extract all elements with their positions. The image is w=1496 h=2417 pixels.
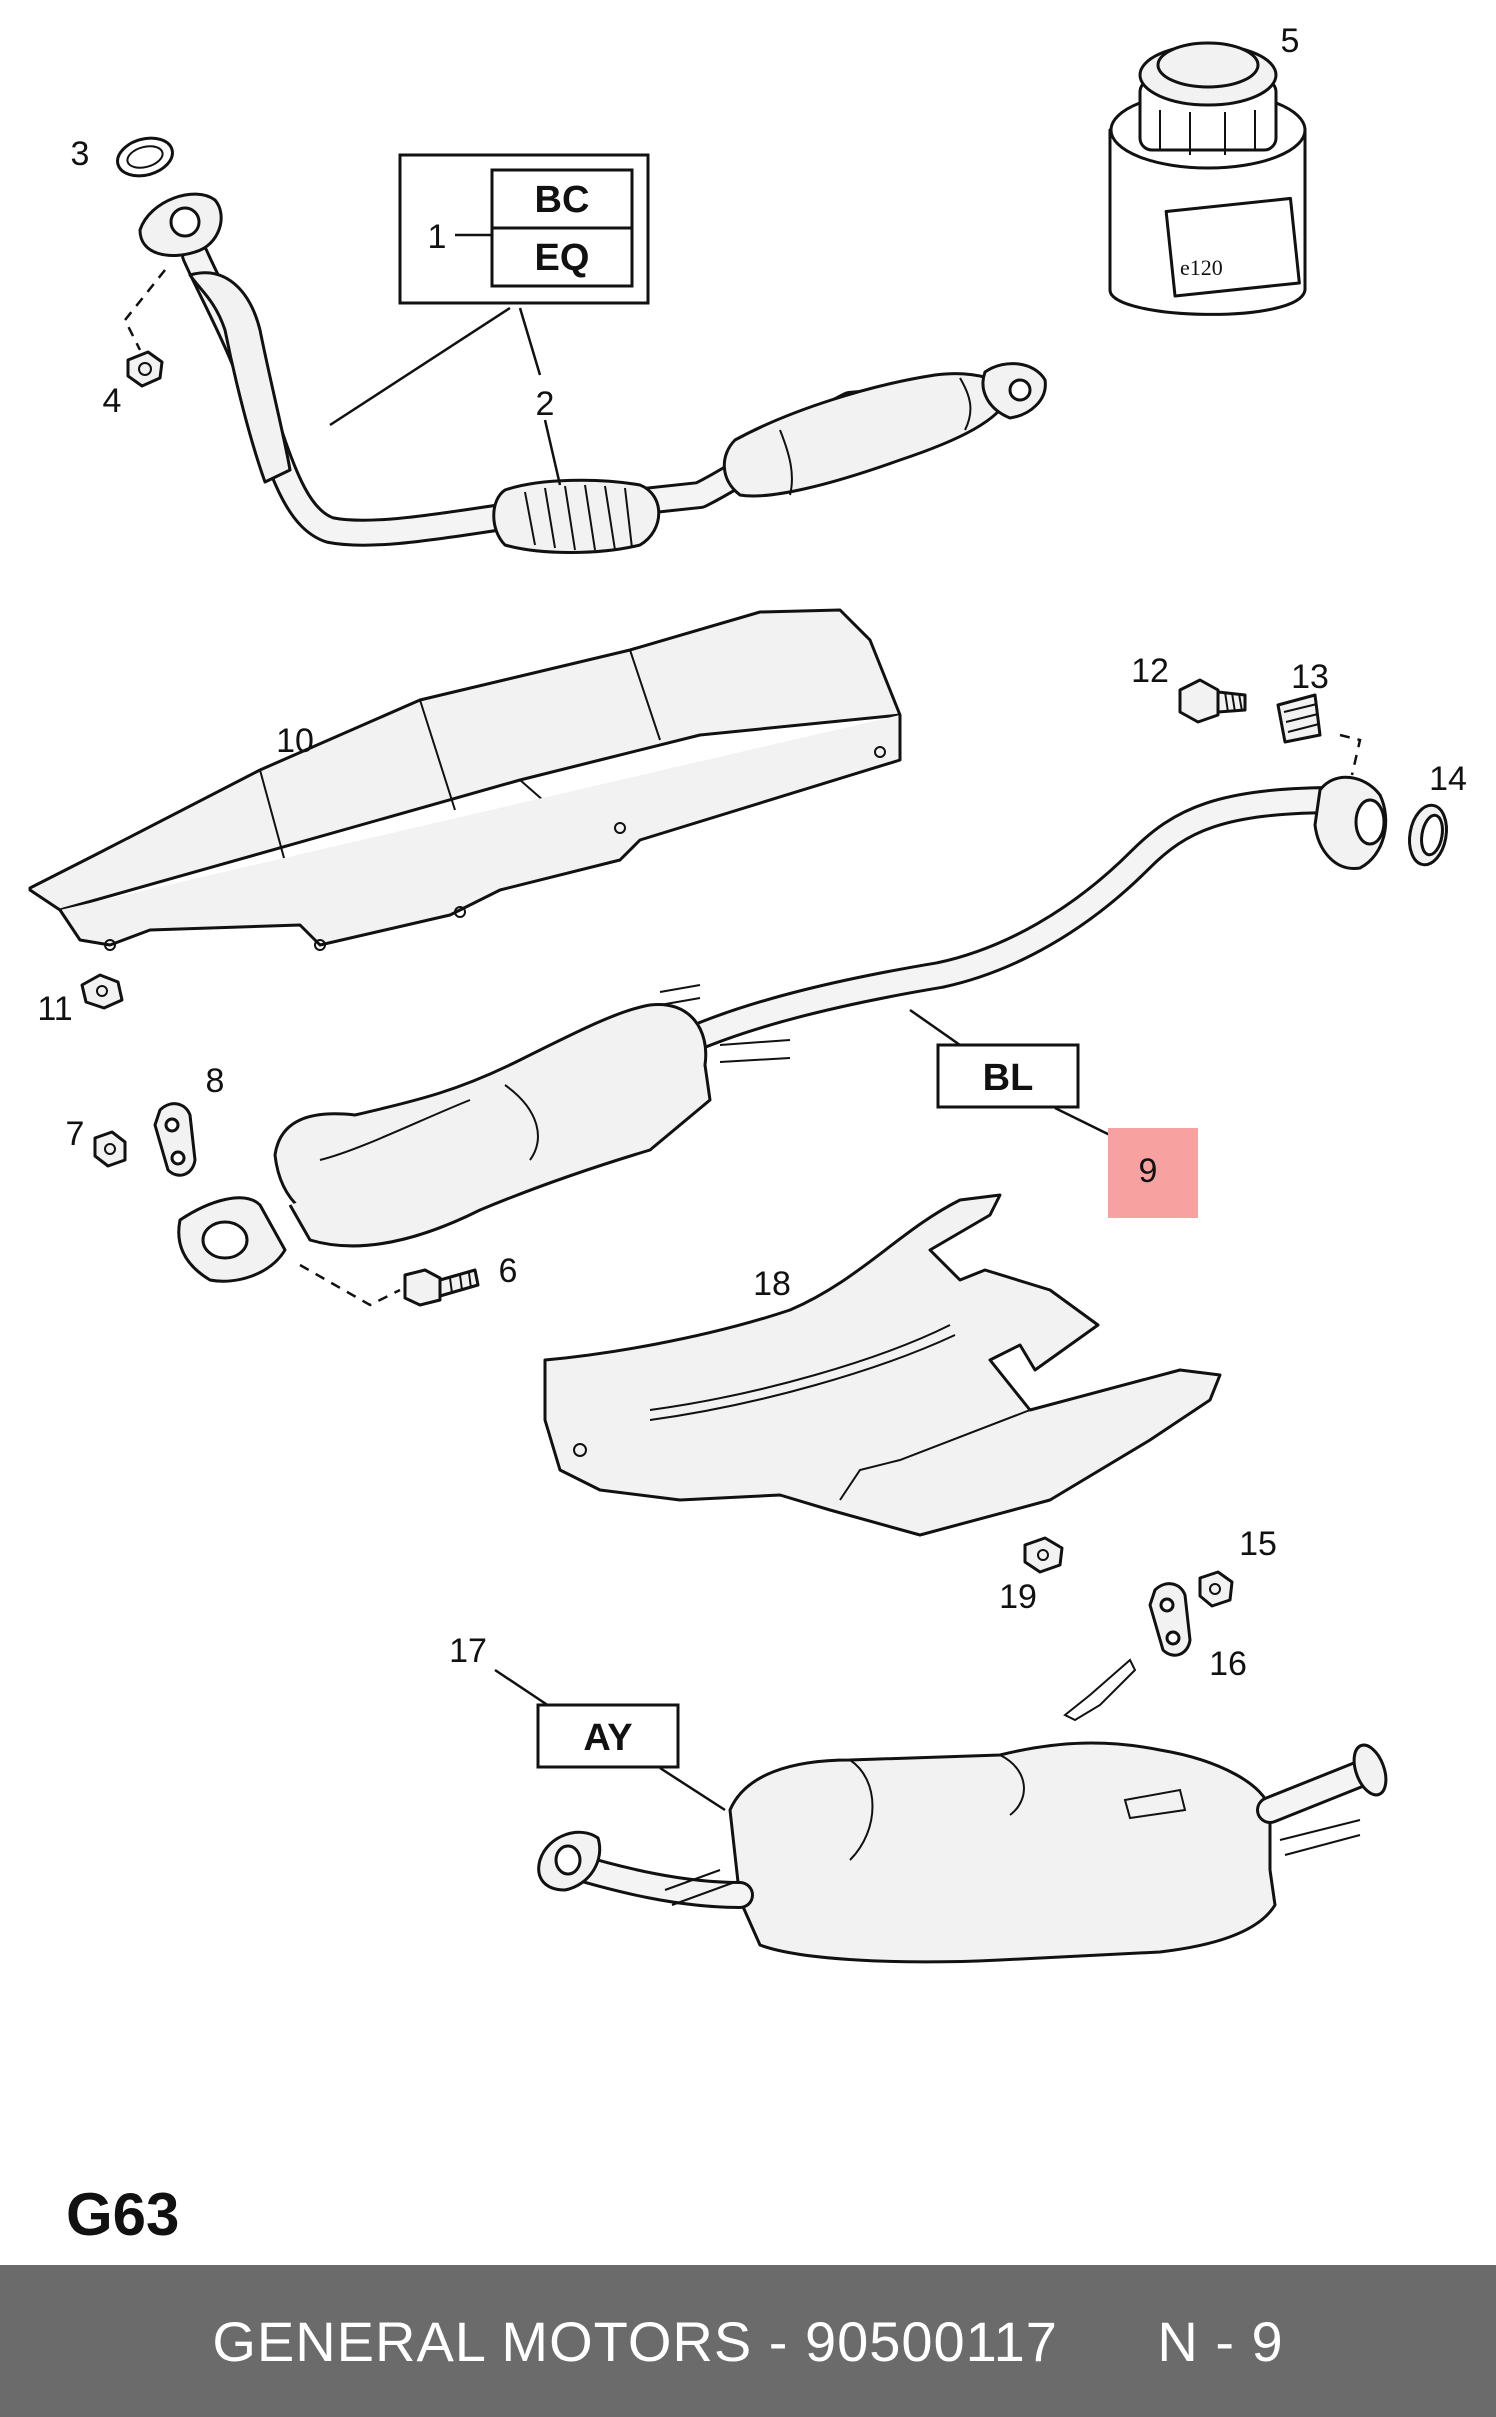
code-bc: BC bbox=[535, 179, 590, 221]
callout-7: 7 bbox=[66, 1115, 85, 1153]
callout-16: 16 bbox=[1209, 1645, 1247, 1683]
footer-text: GENERAL MOTORS - 90500117 N - 9 bbox=[212, 2309, 1283, 2374]
callout-3: 3 bbox=[71, 135, 90, 173]
callout-19: 19 bbox=[999, 1578, 1037, 1616]
footer-bar: GENERAL MOTORS - 90500117 N - 9 bbox=[0, 2265, 1496, 2417]
container-label-text: e120 bbox=[1180, 255, 1223, 280]
callout-15: 15 bbox=[1239, 1525, 1277, 1563]
nut[interactable] bbox=[1023, 1536, 1064, 1574]
footer-part-number: 90500117 bbox=[804, 2309, 1058, 2373]
callout-12: 12 bbox=[1131, 652, 1169, 690]
exhaust-parts-diagram: BC EQ 1 2 3 4 e120 5 10 11 bbox=[28, 22, 1467, 1964]
footer-separator: - bbox=[752, 2309, 805, 2373]
bolt[interactable] bbox=[403, 1268, 480, 1307]
callout-5: 5 bbox=[1281, 22, 1300, 60]
sealant-container[interactable]: e120 bbox=[1108, 41, 1307, 316]
footer-ref: N - 9 bbox=[1157, 2309, 1284, 2373]
flange[interactable] bbox=[1313, 775, 1388, 870]
code-box-bc-eq bbox=[398, 153, 650, 305]
spring[interactable] bbox=[1276, 693, 1322, 744]
callout-11: 11 bbox=[37, 990, 72, 1028]
callout-8: 8 bbox=[206, 1062, 225, 1100]
callout-6: 6 bbox=[499, 1252, 518, 1290]
heat-shield-rear[interactable] bbox=[543, 1193, 1222, 1537]
code-ay: AY bbox=[583, 1717, 632, 1759]
callout-18: 18 bbox=[753, 1265, 791, 1303]
code-box-ay bbox=[536, 1703, 680, 1769]
nut[interactable] bbox=[93, 1130, 127, 1168]
footer-gap bbox=[1058, 2310, 1157, 2373]
heat-shield-front[interactable] bbox=[28, 608, 902, 951]
rear-silencer[interactable] bbox=[537, 1658, 1392, 1964]
highlight-callout-9[interactable] bbox=[1108, 1128, 1198, 1218]
rubber-mount[interactable] bbox=[1148, 1582, 1192, 1657]
code-box-bl bbox=[936, 1043, 1080, 1109]
code-bl: BL bbox=[983, 1057, 1034, 1099]
nut[interactable] bbox=[126, 350, 164, 388]
callout-4: 4 bbox=[103, 382, 122, 420]
center-pipe-silencer[interactable] bbox=[177, 786, 1354, 1283]
footer-brand: GENERAL MOTORS bbox=[212, 2309, 753, 2373]
callout-2: 2 bbox=[536, 385, 555, 423]
page-code: G63 bbox=[66, 2181, 180, 2248]
callout-1: 1 bbox=[428, 218, 447, 256]
bolt[interactable] bbox=[1178, 678, 1247, 724]
gasket-ring[interactable] bbox=[1405, 802, 1451, 867]
callout-10: 10 bbox=[276, 722, 314, 760]
nut[interactable] bbox=[80, 973, 124, 1010]
callout-14: 14 bbox=[1429, 760, 1467, 798]
callout-13: 13 bbox=[1291, 658, 1329, 696]
gasket[interactable] bbox=[113, 132, 176, 181]
callout-17: 17 bbox=[449, 1632, 487, 1670]
callout-9: 9 bbox=[1139, 1152, 1158, 1190]
nut[interactable] bbox=[1198, 1570, 1234, 1608]
front-pipe-catalytic-converter[interactable] bbox=[138, 192, 1047, 554]
rubber-mount[interactable] bbox=[153, 1102, 197, 1177]
code-eq: EQ bbox=[535, 237, 590, 279]
